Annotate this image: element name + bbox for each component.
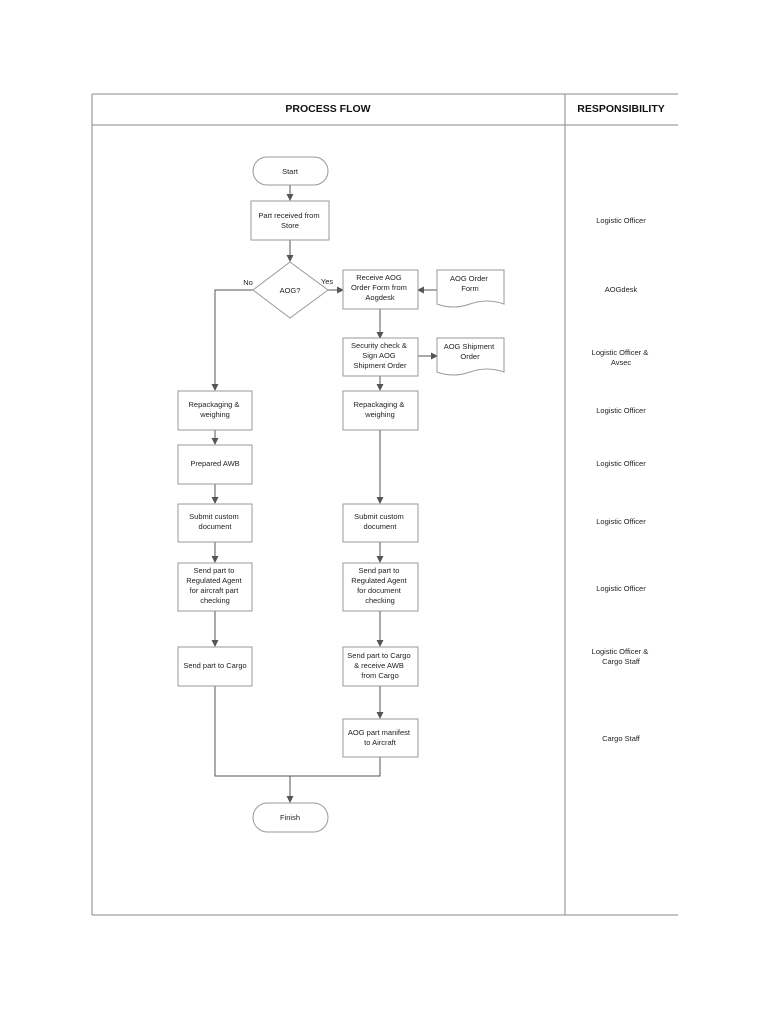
process-flow-header: PROCESS FLOW — [285, 103, 370, 115]
start-node: Start — [252, 156, 329, 186]
process-repack-right: Repackaging & weighing — [342, 390, 419, 431]
repack-left-label: Repackaging & weighing — [189, 400, 242, 419]
security-check-label: Security check & Sign AOG Shipment Order — [351, 341, 409, 370]
process-submit-left: Submit custom document — [177, 503, 253, 543]
process-receive-aog: Receive AOG Order Form from Aogdesk — [342, 269, 419, 310]
aog-decision-label: AOG? — [280, 286, 301, 295]
process-send-cargo-left: Send part to Cargo — [177, 646, 253, 687]
responsibility-column: Logistic Officer AOGdesk Logistic Office… — [592, 216, 651, 743]
aog-shipment-order-label: AOG Shipment Order — [444, 342, 497, 361]
table-frame — [91, 93, 678, 916]
process-part-received: Part received from Store — [250, 200, 330, 241]
responsibility-row-5: Logistic Officer — [596, 459, 646, 468]
finish-node: Finish — [252, 802, 329, 833]
edge-aog-no — [211, 289, 253, 391]
responsibility-row-1: Logistic Officer — [596, 216, 646, 225]
process-aog-manifest: AOG part manifest to Aircraft — [342, 718, 419, 758]
repack-right-label: Repackaging & weighing — [354, 400, 407, 419]
process-repack-left: Repackaging & weighing — [177, 390, 253, 431]
process-send-ra-right: Send part to Regulated Agent for documen… — [342, 562, 419, 612]
responsibility-row-8: Logistic Officer & Cargo Staff — [592, 647, 651, 666]
responsibility-row-9: Cargo Staff — [602, 734, 641, 743]
responsibility-row-2: AOGdesk — [605, 285, 638, 294]
process-send-cargo-right: Send part to Cargo & receive AWB from Ca… — [342, 646, 419, 687]
receive-aog-label: Receive AOG Order Form from Aogdesk — [351, 273, 409, 302]
responsibility-row-7: Logistic Officer — [596, 584, 646, 593]
decision-aog: AOG? — [252, 261, 329, 319]
send-cargo-left-label: Send part to Cargo — [183, 661, 246, 670]
aog-order-form-label: AOG Order Form — [450, 274, 490, 293]
process-submit-right: Submit custom document — [342, 503, 419, 543]
send-cargo-right-label: Send part to Cargo & receive AWB from Ca… — [347, 651, 412, 680]
submit-left-label: Submit custom document — [189, 512, 241, 531]
start-label: Start — [282, 167, 299, 176]
process-send-ra-left: Send part to Regulated Agent for aircraf… — [177, 562, 253, 612]
submit-right-label: Submit custom document — [354, 512, 406, 531]
edge-label-yes: Yes — [321, 277, 333, 286]
finish-label: Finish — [280, 813, 300, 822]
flow-edges — [211, 185, 438, 803]
process-prepared-awb: Prepared AWB — [177, 444, 253, 485]
document-aog-shipment-order: AOG Shipment Order — [436, 337, 505, 376]
responsibility-row-6: Logistic Officer — [596, 517, 646, 526]
responsibility-row-4: Logistic Officer — [596, 406, 646, 415]
prepared-awb-label: Prepared AWB — [190, 459, 239, 468]
responsibility-row-3: Logistic Officer & Avsec — [592, 348, 651, 367]
edge-label-no: No — [243, 278, 253, 287]
document-aog-order-form: AOG Order Form — [436, 269, 505, 308]
responsibility-header: RESPONSIBILITY — [577, 103, 665, 115]
send-ra-left-label: Send part to Regulated Agent for aircraf… — [186, 566, 244, 605]
edge-merge — [214, 686, 381, 777]
process-security-check: Security check & Sign AOG Shipment Order — [342, 337, 419, 377]
send-ra-right-label: Send part to Regulated Agent for documen… — [351, 566, 409, 605]
part-received-label: Part received from Store — [258, 211, 321, 230]
aog-manifest-label: AOG part manifest to Aircraft — [348, 728, 412, 747]
